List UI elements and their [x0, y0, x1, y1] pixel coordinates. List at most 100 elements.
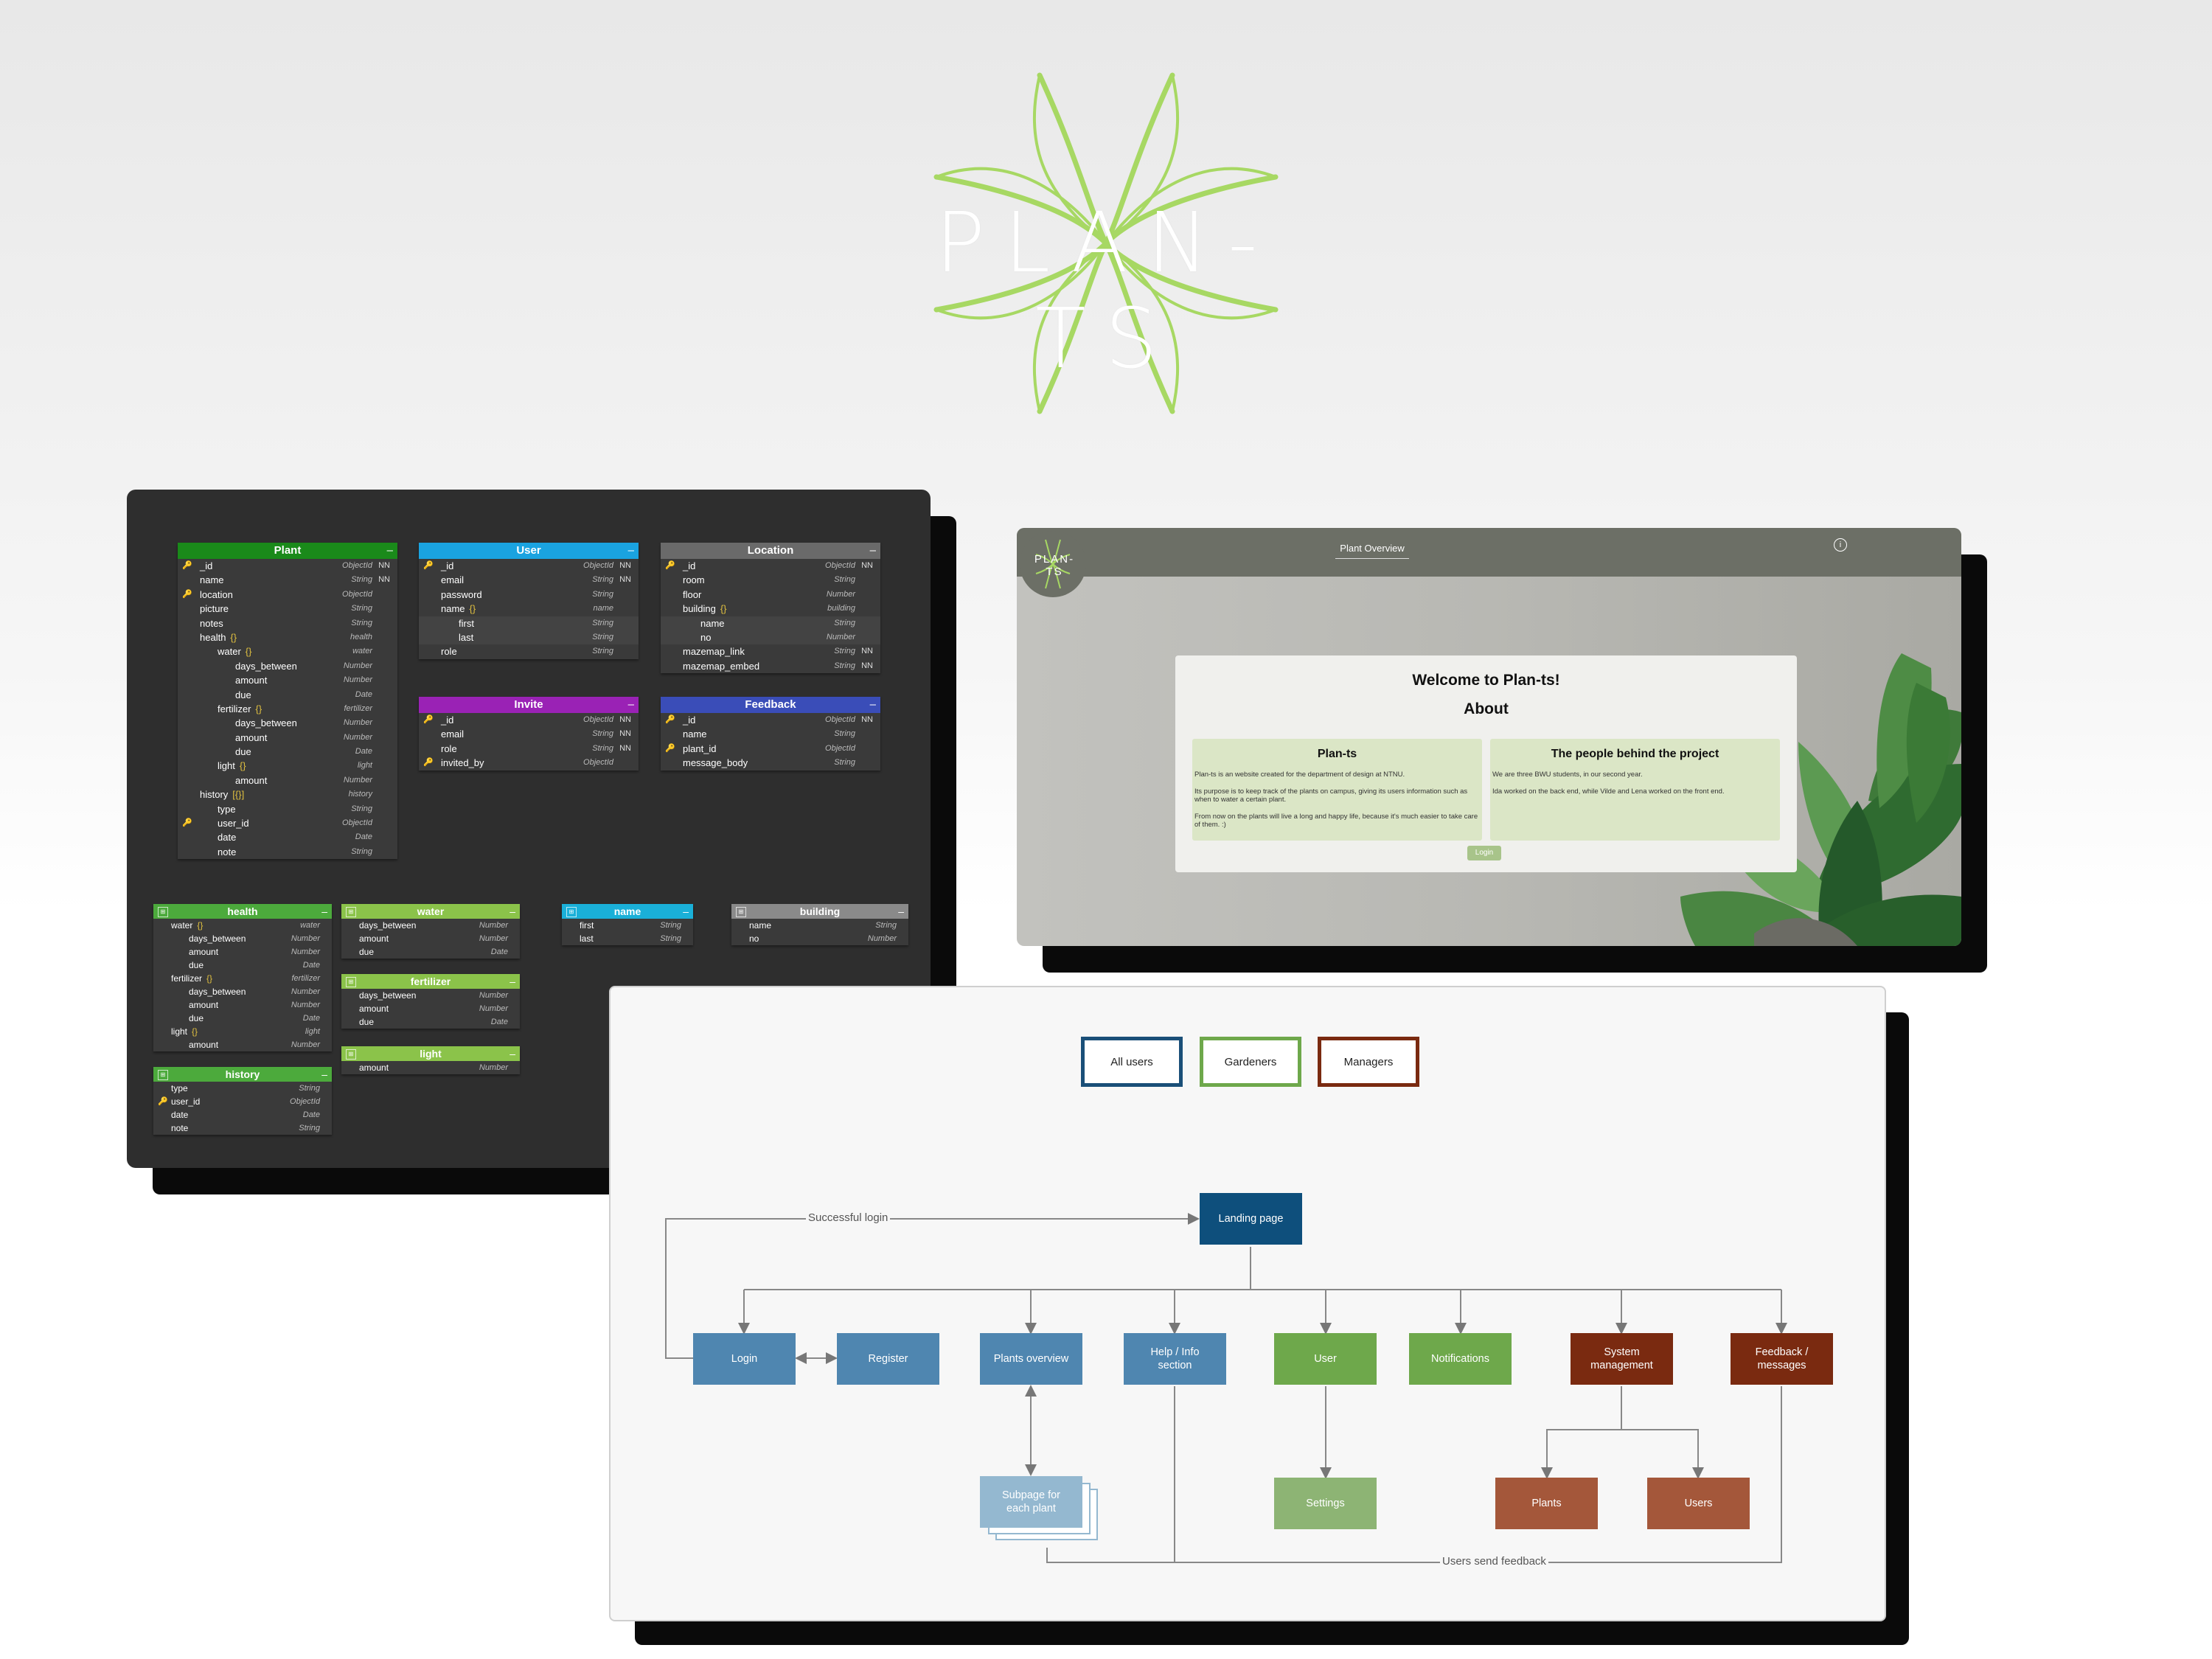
- collapse-icon[interactable]: –: [321, 1068, 327, 1080]
- node-feedback-messages[interactable]: Feedback / messages: [1731, 1333, 1833, 1385]
- nav-plant-overview-link[interactable]: Plant Overview: [1335, 543, 1409, 559]
- table-row[interactable]: water{}water: [178, 644, 397, 658]
- table-header[interactable]: ⊞name–: [562, 904, 693, 919]
- table-row[interactable]: water{}water: [153, 919, 332, 932]
- collapse-icon[interactable]: –: [627, 544, 634, 557]
- collapse-icon[interactable]: –: [627, 698, 634, 711]
- node-settings[interactable]: Settings: [1274, 1478, 1377, 1529]
- collapse-icon[interactable]: –: [683, 905, 689, 917]
- node-notifications[interactable]: Notifications: [1409, 1333, 1512, 1385]
- info-icon[interactable]: i: [1834, 538, 1847, 552]
- table-header[interactable]: User–: [419, 543, 639, 559]
- table-header[interactable]: ⊞light–: [341, 1046, 520, 1061]
- table-header[interactable]: ⊞history–: [153, 1067, 332, 1082]
- collapse-icon[interactable]: –: [869, 698, 876, 711]
- node-users[interactable]: Users: [1647, 1478, 1750, 1529]
- node-plants[interactable]: Plants: [1495, 1478, 1598, 1529]
- site-logo[interactable]: PLAN-TS: [1020, 531, 1086, 597]
- node-subpage-each-plant[interactable]: Subpage for each plant: [980, 1476, 1082, 1528]
- collapse-icon[interactable]: –: [898, 905, 904, 917]
- table-row[interactable]: light{}light: [178, 759, 397, 773]
- table-header[interactable]: Invite–: [419, 697, 639, 713]
- node-landing-page[interactable]: Landing page: [1200, 1193, 1302, 1245]
- table-row[interactable]: light{}light: [153, 1025, 332, 1038]
- node-login[interactable]: Login: [693, 1333, 796, 1385]
- node-user[interactable]: User: [1274, 1333, 1377, 1385]
- table-header[interactable]: Location–: [661, 543, 880, 559]
- node-help-info[interactable]: Help / Info section: [1124, 1333, 1226, 1385]
- table-header[interactable]: ⊞water–: [341, 904, 520, 919]
- table-header[interactable]: ⊞health–: [153, 904, 332, 919]
- table-row[interactable]: fertilizer{}fertilizer: [153, 972, 332, 985]
- table-header[interactable]: ⊞fertilizer–: [341, 974, 520, 989]
- node-system-management[interactable]: System management: [1571, 1333, 1673, 1385]
- collapse-icon[interactable]: –: [509, 1048, 515, 1060]
- table-row[interactable]: history[{}]history: [178, 787, 397, 801]
- collapse-icon[interactable]: –: [509, 975, 515, 987]
- table-header[interactable]: Feedback–: [661, 697, 880, 713]
- table-row[interactable]: fertilizer{}fertilizer: [178, 702, 397, 716]
- node-register[interactable]: Register: [837, 1333, 939, 1385]
- collapse-icon[interactable]: –: [321, 905, 327, 917]
- table-header[interactable]: Plant–: [178, 543, 397, 559]
